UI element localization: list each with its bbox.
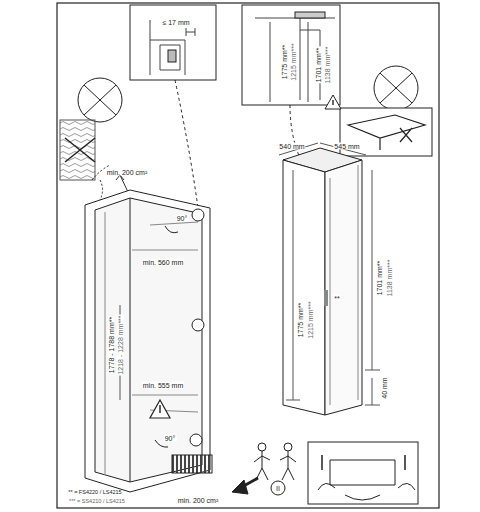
ventilation-area: min. 200 cm² <box>106 169 148 176</box>
height-inset <box>242 5 340 105</box>
footnote: ** = FS4220 / LS4215 <box>67 490 122 496</box>
footnote-mark: ** <box>333 295 340 302</box>
gap-dimension: ≤ 17 mm <box>161 19 190 26</box>
cabinet <box>85 190 212 492</box>
line-art <box>57 3 439 508</box>
step-number: II <box>275 485 281 492</box>
height-dimension: 1138 mm*** <box>324 46 331 85</box>
foot-height-dimension: 40 mm <box>381 376 388 399</box>
height-dimension: 1701 mm** <box>315 47 322 84</box>
ventilation-area: min. 200 cm² <box>177 497 219 504</box>
height-dimension: 1138 mm*** <box>386 259 393 298</box>
footnote: *** = SS4210 / LS4215 <box>68 499 126 505</box>
depth-dimension: 540 mm <box>278 143 305 150</box>
niche-height-dimension: 1218 - 1228 mm*** <box>117 314 124 375</box>
frame <box>57 3 439 508</box>
height-dimension: 1701 mm** <box>376 260 383 297</box>
no-cover-icon <box>325 66 432 156</box>
width-dimension: 545 mm <box>333 143 360 150</box>
height-dimension: 1215 mm*** <box>290 42 297 81</box>
height-dimension: 1775 mm** <box>281 44 288 81</box>
width-dimension: min. 560 mm <box>142 259 184 266</box>
gap-inset <box>130 5 216 80</box>
appliance <box>279 143 380 415</box>
niche-height-dimension: 1778 - 1788 mm** <box>108 316 115 374</box>
no-wood-icon <box>60 78 122 180</box>
height-dimension: 1775 mm** <box>297 302 304 339</box>
angle-label: 90° <box>164 435 177 442</box>
width-dimension: min. 555 mm <box>142 382 184 389</box>
levelling-inset <box>308 442 418 504</box>
angle-label: 90° <box>176 215 189 222</box>
height-dimension: 1215 mm*** <box>307 300 314 339</box>
two-persons <box>254 443 296 495</box>
